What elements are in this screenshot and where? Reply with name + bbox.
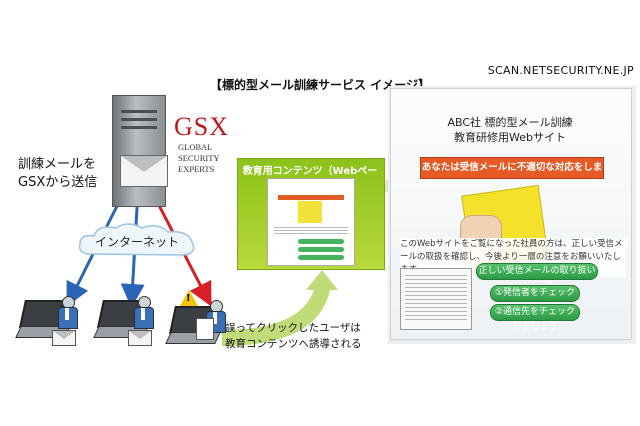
check-sender-button[interactable]: ①発信者をチェックしましょう [490, 285, 580, 313]
envelope-icon [120, 155, 168, 187]
gsx-logo: GSX [174, 112, 230, 141]
check-destination-button[interactable]: ②通信先をチェックしましょう [490, 304, 580, 332]
warning-icon [180, 290, 198, 306]
mail-server [112, 95, 166, 207]
warning-banner: あなたは受信メールに不適切な対応をしました！ [420, 157, 604, 193]
webpage-thumbnail: ​ [267, 178, 355, 266]
diagram-title: 【標的型メール訓練サービス イメージ】 [210, 78, 430, 92]
document-icon [196, 318, 214, 340]
internet-label: インターネット [94, 235, 179, 249]
envelope-icon [128, 330, 152, 346]
email-screenshot-thumbnail [400, 268, 472, 330]
green-arrow [222, 270, 338, 346]
envelope-icon [52, 330, 76, 346]
send-training-mail-label: 訓練メールを GSXから送信 [18, 157, 98, 190]
gsx-logo-subtitle: GLOBAL SECURITY EXPERTS [178, 142, 220, 174]
correct-mail-handling-button[interactable]: 正しい受信メールの取り扱い [476, 263, 598, 280]
website-title: ABC社 標的型メール訓練 教育研修用Webサイト [447, 116, 573, 144]
misled-user-caption: 誤ってクリックしたユーザは 教育コンテンツへ誘導される [225, 322, 362, 350]
cloud-icon [78, 223, 195, 256]
user-icon [134, 296, 154, 329]
user-icon [58, 296, 78, 329]
warning-mark: ! [186, 293, 191, 304]
watermark-text: SCAN.NETSECURITY.NE.JP [487, 64, 634, 77]
